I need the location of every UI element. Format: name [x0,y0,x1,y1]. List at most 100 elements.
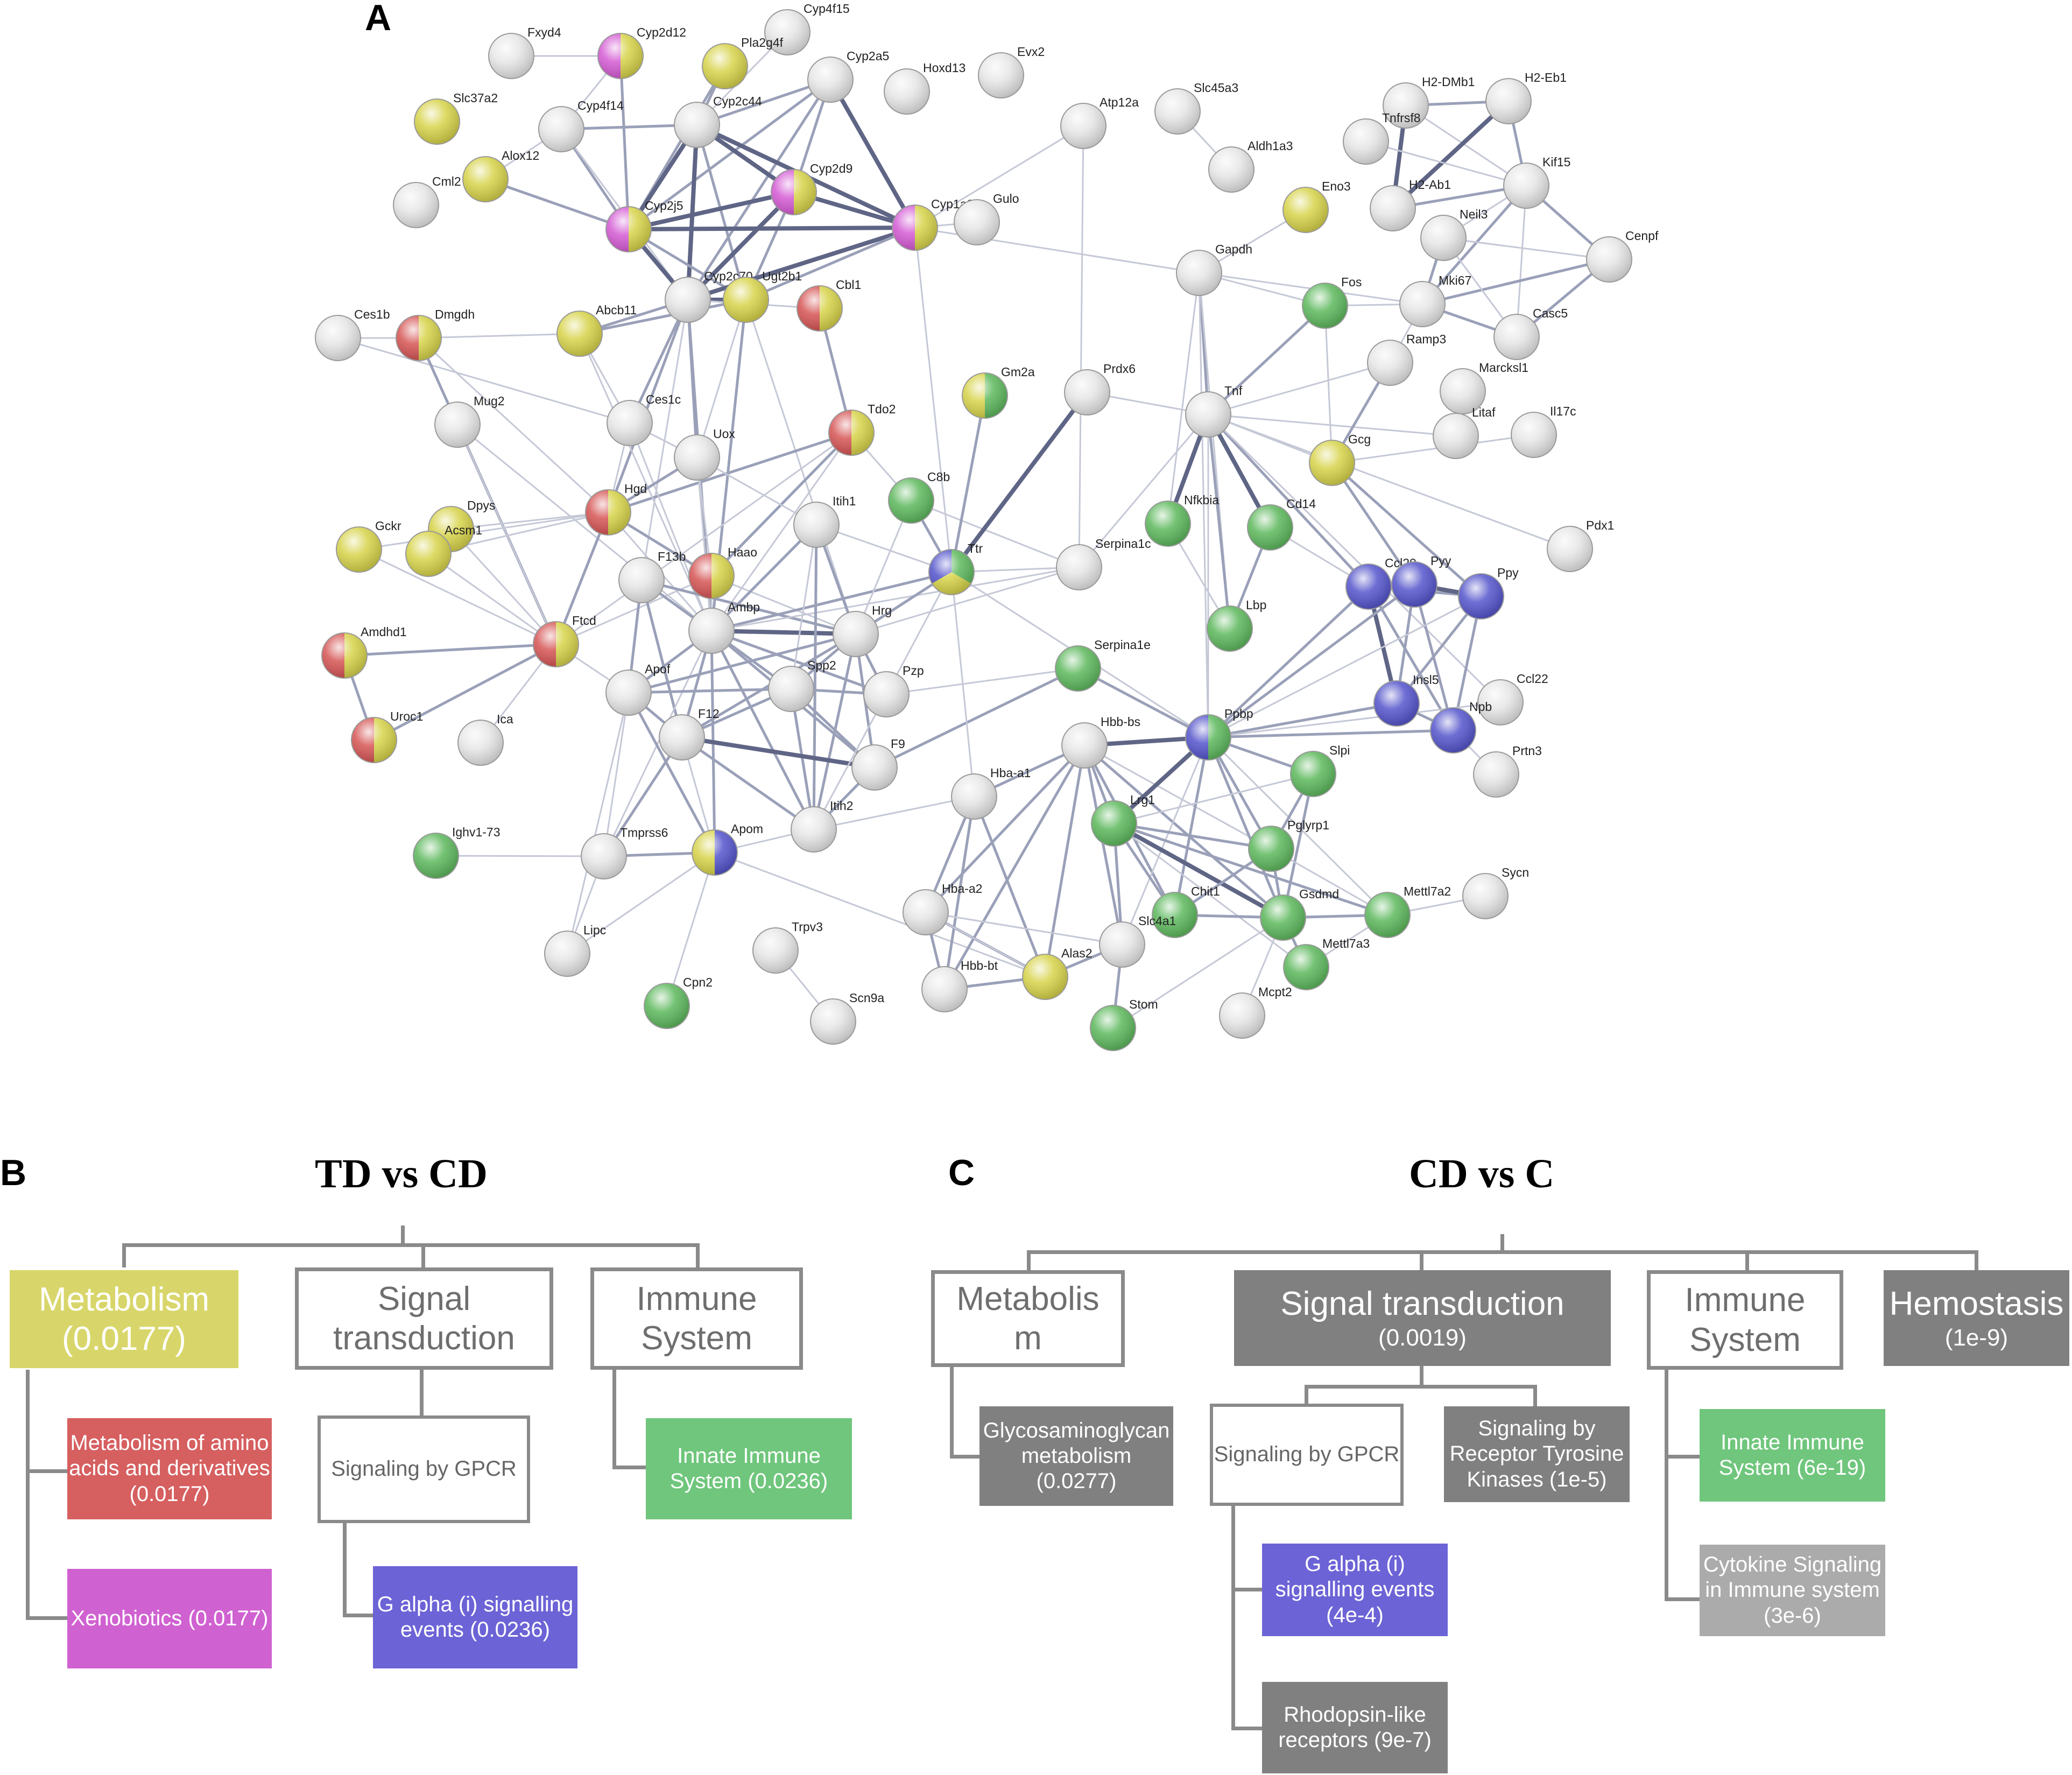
node-label: Abcb11 [596,303,637,317]
node-abcb11: Abcb11 [556,303,637,357]
tree-connector [421,1243,425,1267]
node-label: Nfkbia [1184,493,1219,507]
node-label: F13b [658,550,686,564]
category-label: Immune [1685,1281,1806,1319]
edge-pzp-itih2 [813,694,887,830]
edge-ppbp-chit1 [1173,737,1210,915]
edge-kif15-casc5 [1516,185,1527,337]
node-hgd: Hgd [585,482,647,536]
node-label: Tnfrsf8 [1382,111,1421,125]
edge-acsm1-ftcd [428,553,556,645]
edge-ces1b-ces1c [337,337,630,424]
node-label: Tmprss6 [620,826,668,840]
edge-ces1c-ambp [629,422,713,631]
tree-connector [1420,1250,1423,1271]
node-label: Ttr [968,541,983,555]
edge-hbb-bs-slc4a1 [1083,745,1124,945]
node-haao: Haao [688,545,757,599]
edge-cyp2j5-cyp1a2 [628,226,915,231]
node-serpina1e: Serpina1e [1055,638,1151,692]
edge-gapdh-nfkbia [1167,272,1200,524]
node-label: Eno3 [1322,179,1351,193]
edge-itih1-ttr [816,524,952,573]
edge-mug2-ftcd [456,424,557,645]
node-casc5: Casc5 [1493,306,1568,360]
node-apom: Apom [692,822,763,876]
edge-gckr-ftcd [358,548,556,645]
edge-tnfrsf8-kif15 [1365,140,1527,187]
signal-transduction-category-c: Signal transduction(0.0019) [1234,1270,1611,1366]
node-label: Gapdh [1215,242,1252,256]
node-label: Marcksl1 [1479,361,1528,375]
node-lbp: Lbp [1207,598,1266,652]
edge-kif15-mki67 [1421,185,1527,305]
edge-apof-apom [627,692,716,854]
g-alpha-i-term-c: G alpha (i) signalling events (4e-4) [1262,1544,1448,1636]
edge-gcg-ppy [1331,462,1482,597]
node-label: Itih1 [833,494,856,508]
edge-ccl20-npb [1367,586,1455,731]
node-nfkbia: Nfkbia [1145,493,1219,547]
node-amdhd1: Amdhd1 [321,625,407,679]
node-acsm1: Acsm1 [405,523,482,577]
edge-hbb-bs-pglyrp1 [1084,744,1272,850]
node-label: H2-Ab1 [1409,178,1451,192]
edge-cyp2a5-cyp2c70 [686,79,832,301]
edge-ambp-ttr [711,570,952,632]
node-label: Gsdmd [1299,887,1339,901]
g-alpha-i-term: G alpha (i) signalling events (0.0236) [373,1566,577,1668]
node-ramp3: Ramp3 [1367,332,1446,386]
rtk-signaling-term: Signaling by Receptor Tyrosine Kinases (… [1444,1406,1630,1502]
node-cyp2d12: Cyp2d12 [597,25,686,79]
edge-hgd-ftcd [554,512,610,645]
edge-tnf-ccl22 [1207,413,1502,703]
node-pdx1: Pdx1 [1547,518,1614,572]
node-label: Hoxd13 [923,61,965,75]
category-label-cont: System [1689,1321,1801,1358]
node-h2-ab1: H2-Ab1 [1370,178,1451,231]
node-label: Neil3 [1460,207,1488,221]
node-label: Alox12 [502,149,539,163]
edge-serpina1e-pzp [886,667,1079,695]
category-label-cont: System [641,1320,752,1357]
node-serpina1c: Serpina1c [1056,537,1151,590]
node-label: Aldh1a3 [1248,139,1293,153]
node-label: F9 [891,737,905,751]
edge-cyp2c44-ugt2b1 [695,124,748,300]
edge-pyy-ppbp [1207,583,1415,739]
edge-haao-hrg [711,575,856,635]
edge-hrg-serpina1c [855,566,1080,635]
node-gsdmd: Gsdmd [1260,887,1339,941]
node-c8b: C8b [888,470,950,524]
edge-ambp-hrg [711,629,856,636]
edge-ambp-tmprss6 [603,630,713,857]
edge-hbb-bs-alas2 [1044,745,1086,977]
node-label: Gcg [1348,432,1371,446]
node-itih1: Itih1 [793,494,856,548]
node-hba-a2: Hba-a2 [903,882,982,935]
node-label: Prtn3 [1512,744,1542,758]
node-label: Lipc [583,923,606,937]
edge-fos-gcg [1324,305,1333,463]
node-label: Alas2 [1061,946,1093,960]
edge-cyp2d12-cyp2j5 [619,55,630,230]
node-label: Amdhd1 [361,625,407,639]
node-cenpf: Cenpf [1586,229,1659,283]
node-kif15: Kif15 [1503,155,1570,209]
node-label: Fos [1341,275,1362,289]
node-mki67: Mki67 [1399,273,1471,327]
category-pvalue: (1e-9) [1944,1324,2008,1351]
node-label: Gulo [993,192,1019,206]
tree-connector [401,1225,405,1245]
node-cyp2d9: Cyp2d9 [771,161,852,215]
node-stom: Stom [1090,997,1158,1051]
node-insl5: Insl5 [1373,673,1439,727]
node-label: Slc4a1 [1138,914,1176,928]
edge-f13b-f12 [640,580,683,738]
edge-gapdh-ppbp [1198,272,1209,738]
node-label: Cyp2d12 [637,25,686,39]
edge-hbb-bs-hbb-bt [943,744,1086,990]
